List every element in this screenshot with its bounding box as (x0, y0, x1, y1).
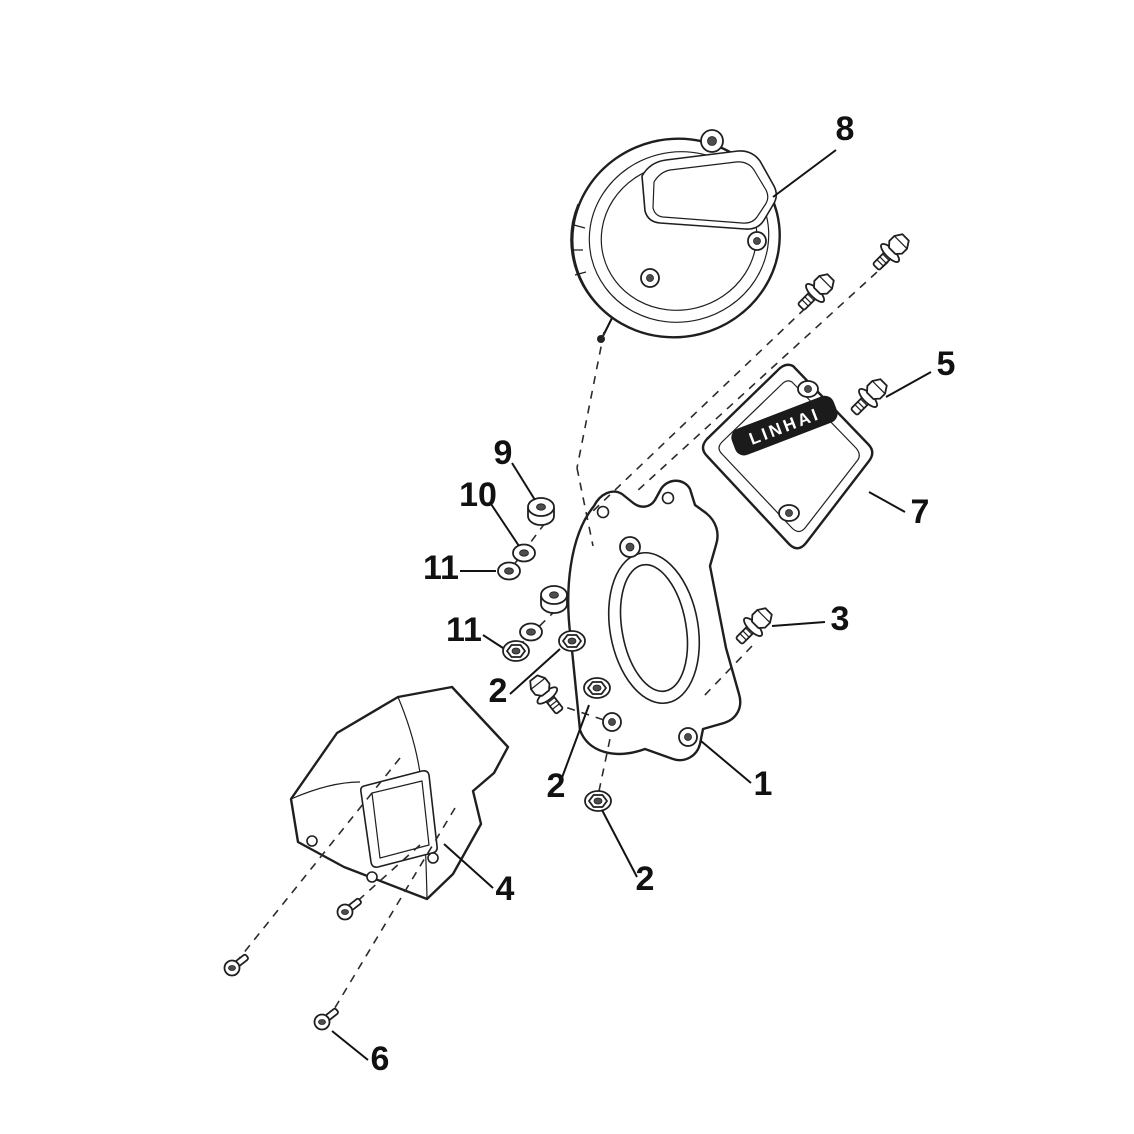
leader-lines (331, 149, 932, 1061)
flange-nut (583, 677, 611, 699)
speedometer-housing (570, 129, 781, 343)
cover-hole (366, 871, 378, 883)
assembly-line (598, 733, 612, 792)
leader-line (868, 491, 906, 513)
leader-line (443, 843, 494, 889)
assembly-line (329, 807, 456, 1017)
lower-cover (289, 685, 510, 901)
bracket-ear-hole (596, 505, 610, 519)
callout-number: 3 (831, 600, 850, 638)
flange-bolt (729, 602, 778, 651)
leader-line (559, 704, 590, 784)
flange-nut (584, 790, 612, 812)
callout-number: 11 (446, 611, 482, 649)
callout-numbers: 8 5 7 9 10 11 11 2 3 1 2 2 4 6 (371, 110, 956, 1078)
washer (497, 561, 521, 581)
leader-line (772, 149, 837, 198)
callout-number: 8 (836, 110, 855, 148)
leader-line (331, 1030, 369, 1061)
callout-number: 2 (489, 672, 508, 710)
flange-bolt (523, 669, 570, 720)
mounting-bracket (567, 479, 742, 762)
leader-line (490, 503, 520, 547)
flange-bolt (791, 268, 840, 317)
callout-number: 1 (754, 765, 773, 803)
flange-bolt (866, 228, 915, 277)
callout-number: 4 (496, 870, 515, 908)
callout-number: 9 (494, 434, 513, 472)
lock-nut (502, 640, 530, 662)
callout-number: 5 (937, 345, 956, 383)
callout-number: 11 (423, 549, 459, 587)
assembly-line (591, 297, 817, 513)
callout-number: 10 (459, 476, 497, 514)
callout-number: 2 (547, 767, 566, 805)
bracket-ear-hole (661, 491, 675, 505)
leader-line (482, 634, 504, 649)
washer (512, 543, 536, 563)
washer (519, 622, 543, 642)
assembly-line (351, 844, 421, 907)
leader-line (511, 462, 536, 501)
assembly-lines (237, 261, 889, 1017)
screw (223, 953, 250, 977)
rubber-grommet (540, 585, 568, 614)
screw (313, 1007, 340, 1031)
assembly-line (701, 645, 753, 699)
assembly-line (576, 467, 594, 547)
cover-hole (427, 852, 439, 864)
assembly-line (237, 757, 401, 961)
cover-hole (306, 835, 318, 847)
brand-band (731, 395, 838, 456)
flange-bolt (844, 373, 893, 422)
leader-line (700, 740, 752, 784)
assembly-line (635, 261, 889, 493)
leader-line (771, 621, 826, 627)
assembly-line (576, 331, 605, 469)
cover-plate-linhai: LINHAI (701, 363, 874, 550)
rubber-grommet (527, 497, 555, 526)
callout-number: 6 (371, 1040, 390, 1078)
callout-number: 7 (911, 493, 930, 531)
leader-line (885, 371, 932, 398)
flange-nut (558, 630, 586, 652)
leader-line (509, 648, 561, 695)
callout-number: 2 (636, 860, 655, 898)
screw (336, 897, 363, 921)
leader-line (601, 809, 638, 878)
